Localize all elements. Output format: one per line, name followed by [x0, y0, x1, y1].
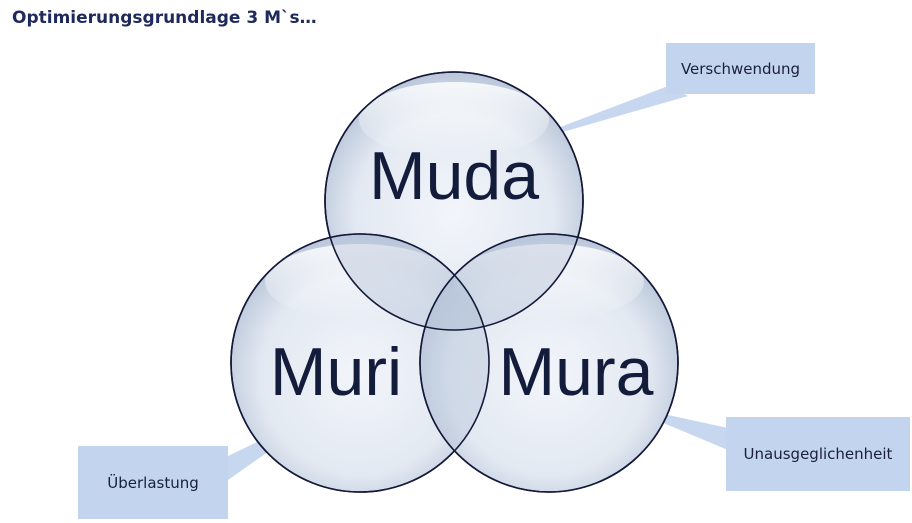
overlap-muda-muri — [325, 234, 489, 330]
callout-ueberlastung: Überlastung — [78, 446, 228, 519]
circle-label-muda: Muda — [369, 138, 539, 214]
page-title: Optimierungsgrundlage 3 M`s… — [12, 8, 317, 28]
circle-outlines — [230, 71, 679, 493]
circle-label-mura: Mura — [499, 334, 654, 410]
callout-unausgeglichenheit: Unausgeglichenheit — [726, 417, 910, 491]
circle-label-muri: Muri — [270, 334, 402, 410]
callout-verschwendung: Verschwendung — [666, 43, 815, 94]
overlap-muda-mura — [420, 234, 583, 330]
